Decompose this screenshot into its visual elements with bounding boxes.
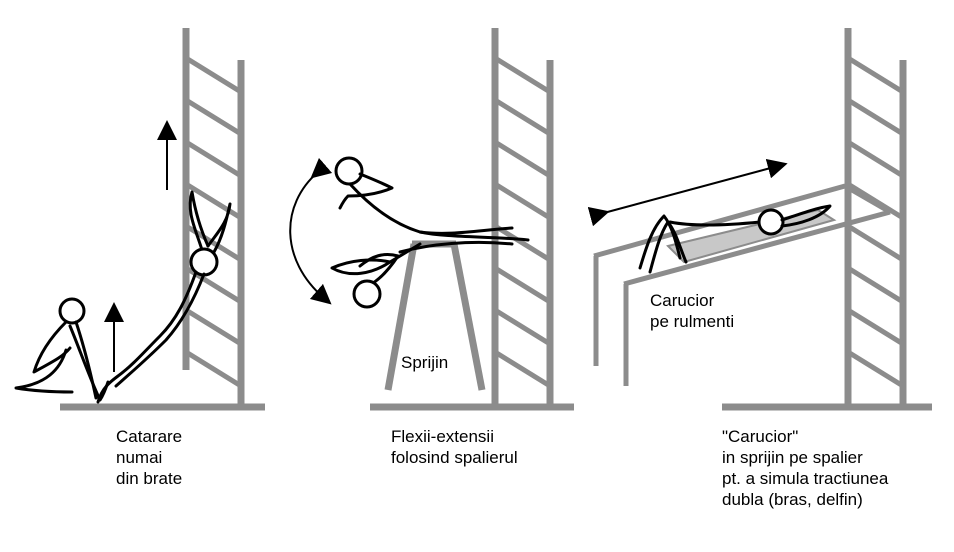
wall-bars-2: [491, 28, 554, 404]
flexion-figure: [330, 240, 514, 309]
caption-panel-1: Catarare numai din brate: [116, 427, 183, 488]
lying-figure: [638, 204, 832, 274]
cart-arrow: [587, 158, 788, 227]
support-label: Sprijin: [401, 353, 449, 372]
sitting-figure: [14, 297, 110, 402]
swing-arrow: [289, 157, 333, 305]
panel-3: [587, 28, 932, 411]
extension-figure: [334, 156, 530, 242]
panel-2: [289, 28, 574, 411]
panel-1: [14, 28, 265, 411]
caption-panel-2: Flexii-extensii folosind spalierul: [391, 427, 518, 467]
cart-label: Carucior pe rulmenti: [650, 291, 735, 331]
wall-bars-1: [182, 28, 245, 404]
caption-panel-3: "Carucior" in sprijin pe spalier pt. a s…: [722, 427, 889, 509]
climber-figure: [96, 190, 232, 404]
wall-bars-3: [844, 28, 907, 404]
